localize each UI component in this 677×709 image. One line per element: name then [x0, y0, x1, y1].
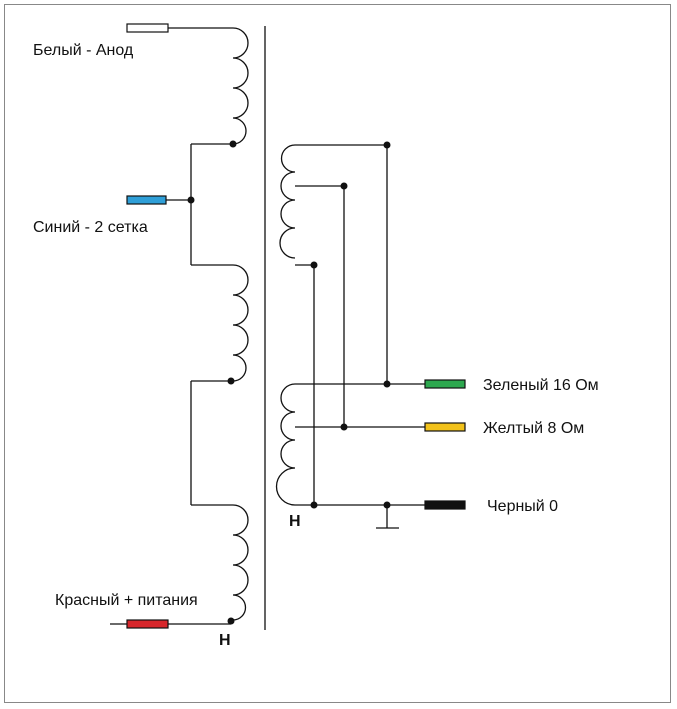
tap-node [383, 380, 391, 388]
supply-red-wire [126, 619, 169, 629]
supply-label: Красный + питания [55, 592, 198, 609]
primary-coil-upper [232, 27, 249, 145]
tap-node [340, 423, 348, 431]
primary-start-marker: Н [219, 632, 231, 649]
common-label: Черный 0 [487, 498, 558, 515]
out8-label: Желтый 8 Ом [483, 420, 584, 437]
tap-node [227, 617, 235, 625]
secondary-start-marker: Н [289, 513, 301, 530]
out16-label: Зеленый 16 Ом [483, 377, 599, 394]
primary-coil-middle [232, 264, 249, 382]
out16-green-wire [424, 379, 466, 389]
grid2-blue-wire [126, 195, 167, 205]
anode-label: Белый - Анод [33, 42, 134, 59]
out8-yellow-wire [424, 422, 466, 432]
anode-white-wire [126, 23, 169, 33]
common-black-wire [424, 500, 466, 510]
tap-node [310, 501, 318, 509]
secondary-coil-lower [275, 383, 296, 506]
tap-node [187, 196, 195, 204]
primary-coil-lower [232, 504, 249, 621]
secondary-coil-upper [279, 144, 296, 259]
grid2-label: Синий - 2 сетка [33, 219, 148, 236]
diagram-frame [4, 4, 671, 703]
